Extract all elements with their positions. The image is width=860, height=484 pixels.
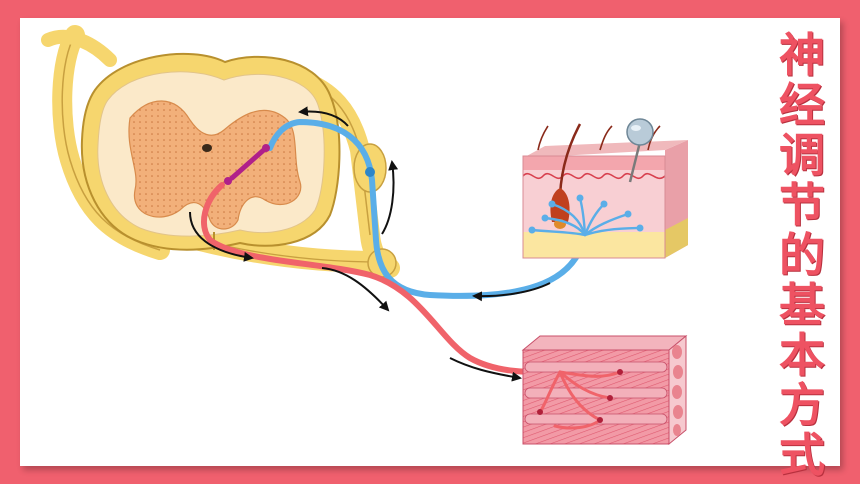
spinal-cord-icon (41, 25, 400, 278)
title-char: 节 (779, 178, 825, 232)
title-char: 本 (779, 328, 825, 382)
slide-title: 神 经 调 节 的 基 本 方 式 (772, 30, 832, 480)
interneuron (229, 145, 269, 181)
title-char: 调 (779, 128, 825, 182)
pushpin-icon (626, 118, 654, 183)
flow-arrows (189, 106, 551, 382)
title-char: 基 (779, 278, 825, 332)
title-char: 式 (779, 428, 825, 482)
sensory-neuron-body (365, 167, 375, 177)
title-char: 的 (779, 228, 825, 282)
title-char: 经 (779, 78, 825, 132)
title-char: 神 (779, 28, 825, 82)
title-char: 方 (779, 378, 825, 432)
skin-receptor-icon (522, 123, 688, 259)
afferent-nerve (267, 118, 588, 299)
muscle-effector-icon (521, 334, 688, 446)
efferent-nerve (201, 182, 563, 376)
